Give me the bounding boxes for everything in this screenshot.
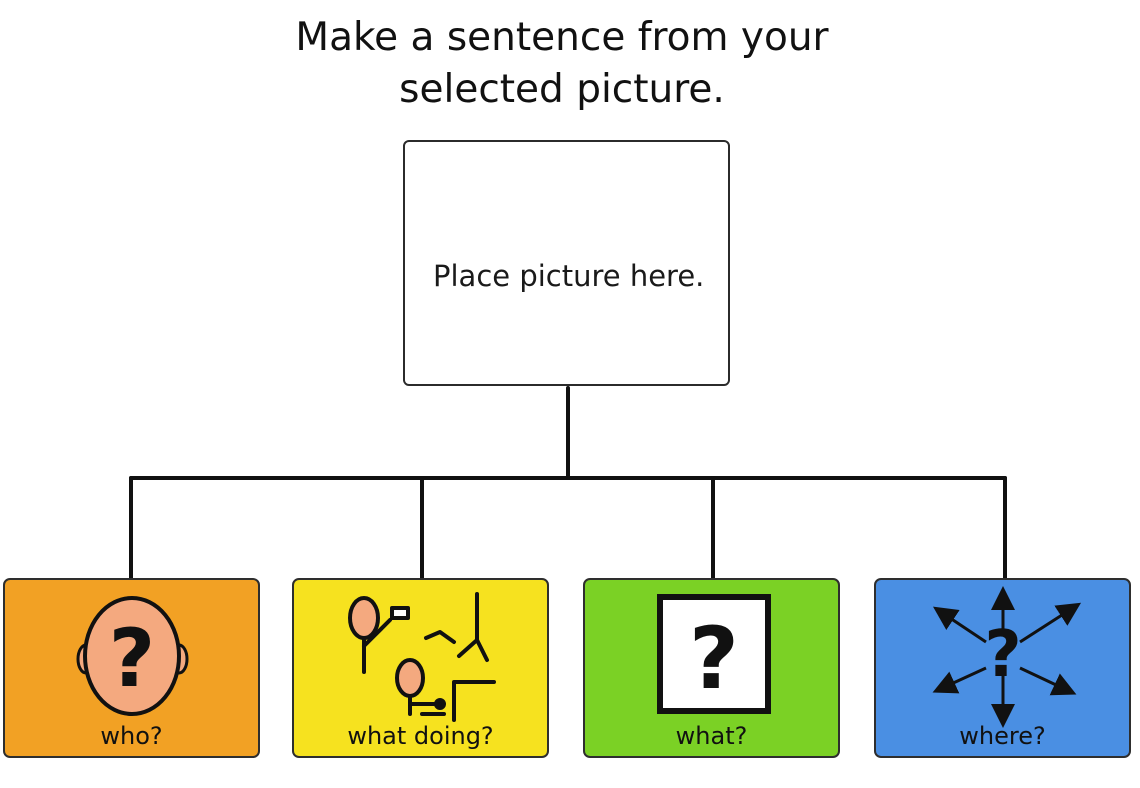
card-where[interactable]: ? where?: [874, 578, 1131, 758]
title-line-1: Make a sentence from your: [295, 15, 829, 60]
what-question-box-icon: ?: [657, 594, 771, 714]
card-what[interactable]: ? what?: [583, 578, 840, 758]
where-question-arrows-icon: ?: [932, 586, 1082, 728]
card-what-doing[interactable]: what doing?: [292, 578, 549, 758]
title-line-2: selected picture.: [399, 67, 725, 112]
picture-placeholder-text: Place picture here.: [433, 259, 705, 293]
svg-text:?: ?: [689, 609, 739, 709]
page-title: Make a sentence from your selected pictu…: [0, 12, 1124, 116]
card-label-what: what?: [675, 722, 748, 750]
what-doing-actions-icon: [348, 592, 496, 722]
card-label-who: who?: [100, 722, 163, 750]
svg-text:?: ?: [109, 612, 155, 705]
card-label-what-doing: what doing?: [347, 722, 494, 750]
who-question-head-icon: ?: [76, 596, 189, 716]
card-who[interactable]: ? who?: [3, 578, 260, 758]
picture-drop-zone[interactable]: Place picture here.: [403, 140, 730, 386]
svg-text:?: ?: [984, 618, 1021, 692]
card-label-where: where?: [959, 722, 1046, 750]
